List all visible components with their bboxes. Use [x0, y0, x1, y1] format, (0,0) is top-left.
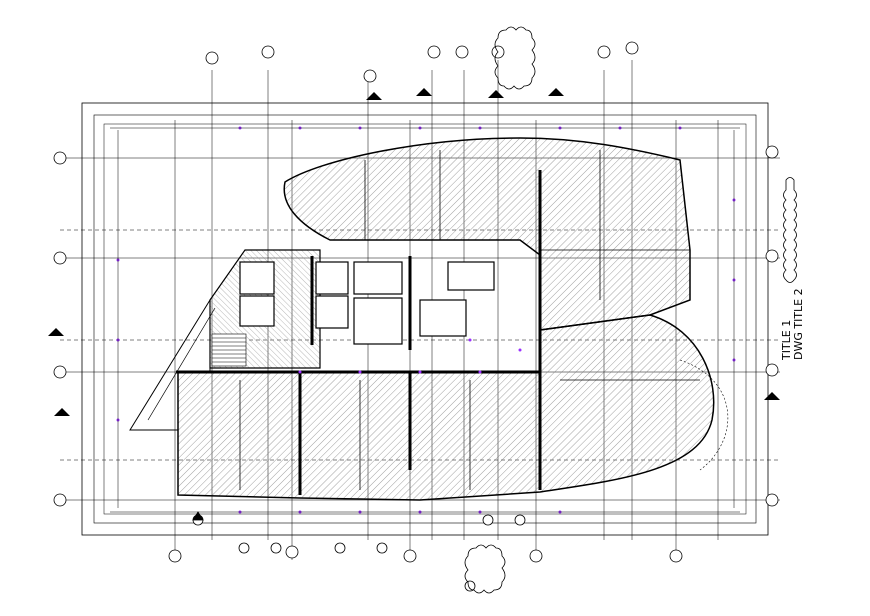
grid-bubble-icon: [597, 45, 611, 59]
core-rooms: [239, 261, 495, 345]
grid-bubble-icon: [765, 145, 779, 159]
grid-bubble-icon: [363, 69, 377, 83]
grid-bubble-icon: [168, 549, 182, 563]
grid-bubble-icon: [53, 251, 67, 265]
elevation-marker-icon: [764, 392, 780, 400]
grid-bubbles-top: [205, 41, 639, 83]
section-cut-icon: [270, 542, 282, 554]
grid-bubble-icon: [427, 45, 441, 59]
dimension-markers: [116, 126, 736, 514]
title-block: TITLE 1 DWG TITLE 2: [780, 288, 805, 361]
revision-cloud-icon: [464, 544, 506, 594]
elevation-marker-icon: [54, 408, 70, 416]
interior-partitions: [239, 150, 700, 490]
elevation-marker-icon: [416, 88, 432, 96]
section-markers-bottom: [192, 511, 526, 592]
section-cut-icon: [482, 514, 494, 526]
section-cut-icon: [464, 580, 476, 592]
grid-bubble-icon: [669, 549, 683, 563]
revision-cloud-icon: [783, 177, 797, 283]
section-cut-icon: [192, 511, 204, 526]
elevation-markers-top: [48, 88, 780, 416]
grid-bubble-icon: [765, 249, 779, 263]
drawing-title-2: DWG TITLE 2: [792, 288, 805, 360]
elevation-marker-icon: [48, 328, 64, 336]
revision-cloud-icon: [494, 26, 536, 90]
grid-bubble-icon: [765, 493, 779, 507]
curved-facade-arc: [679, 359, 729, 471]
grid-bubbles-bottom: [168, 545, 683, 563]
grid-bubble-icon: [205, 51, 219, 65]
section-cut-icon: [376, 542, 388, 554]
elevation-marker-icon: [366, 92, 382, 100]
grid-bubble-icon: [53, 151, 67, 165]
section-cut-icon: [334, 542, 346, 554]
elevation-marker-icon: [548, 88, 564, 96]
grid-bubble-icon: [765, 363, 779, 377]
stair-icon: [211, 333, 247, 367]
sheet-border: [81, 102, 769, 536]
section-cut-icon: [238, 542, 250, 554]
grid-bubbles-sides: [53, 145, 779, 507]
elevation-marker-icon: [488, 90, 504, 98]
grid-bubble-icon: [625, 41, 639, 55]
grid-bubble-icon: [285, 545, 299, 559]
dimension-lines: [110, 127, 740, 513]
grid-bubble-icon: [403, 549, 417, 563]
grid-bubble-icon: [53, 493, 67, 507]
grid-bubble-icon: [261, 45, 275, 59]
grid-bubble-icon: [529, 549, 543, 563]
grid-bubble-icon: [53, 365, 67, 379]
drawing-title-1: TITLE 1: [780, 320, 793, 361]
grid-bubble-icon: [455, 45, 469, 59]
section-cut-icon: [514, 514, 526, 526]
